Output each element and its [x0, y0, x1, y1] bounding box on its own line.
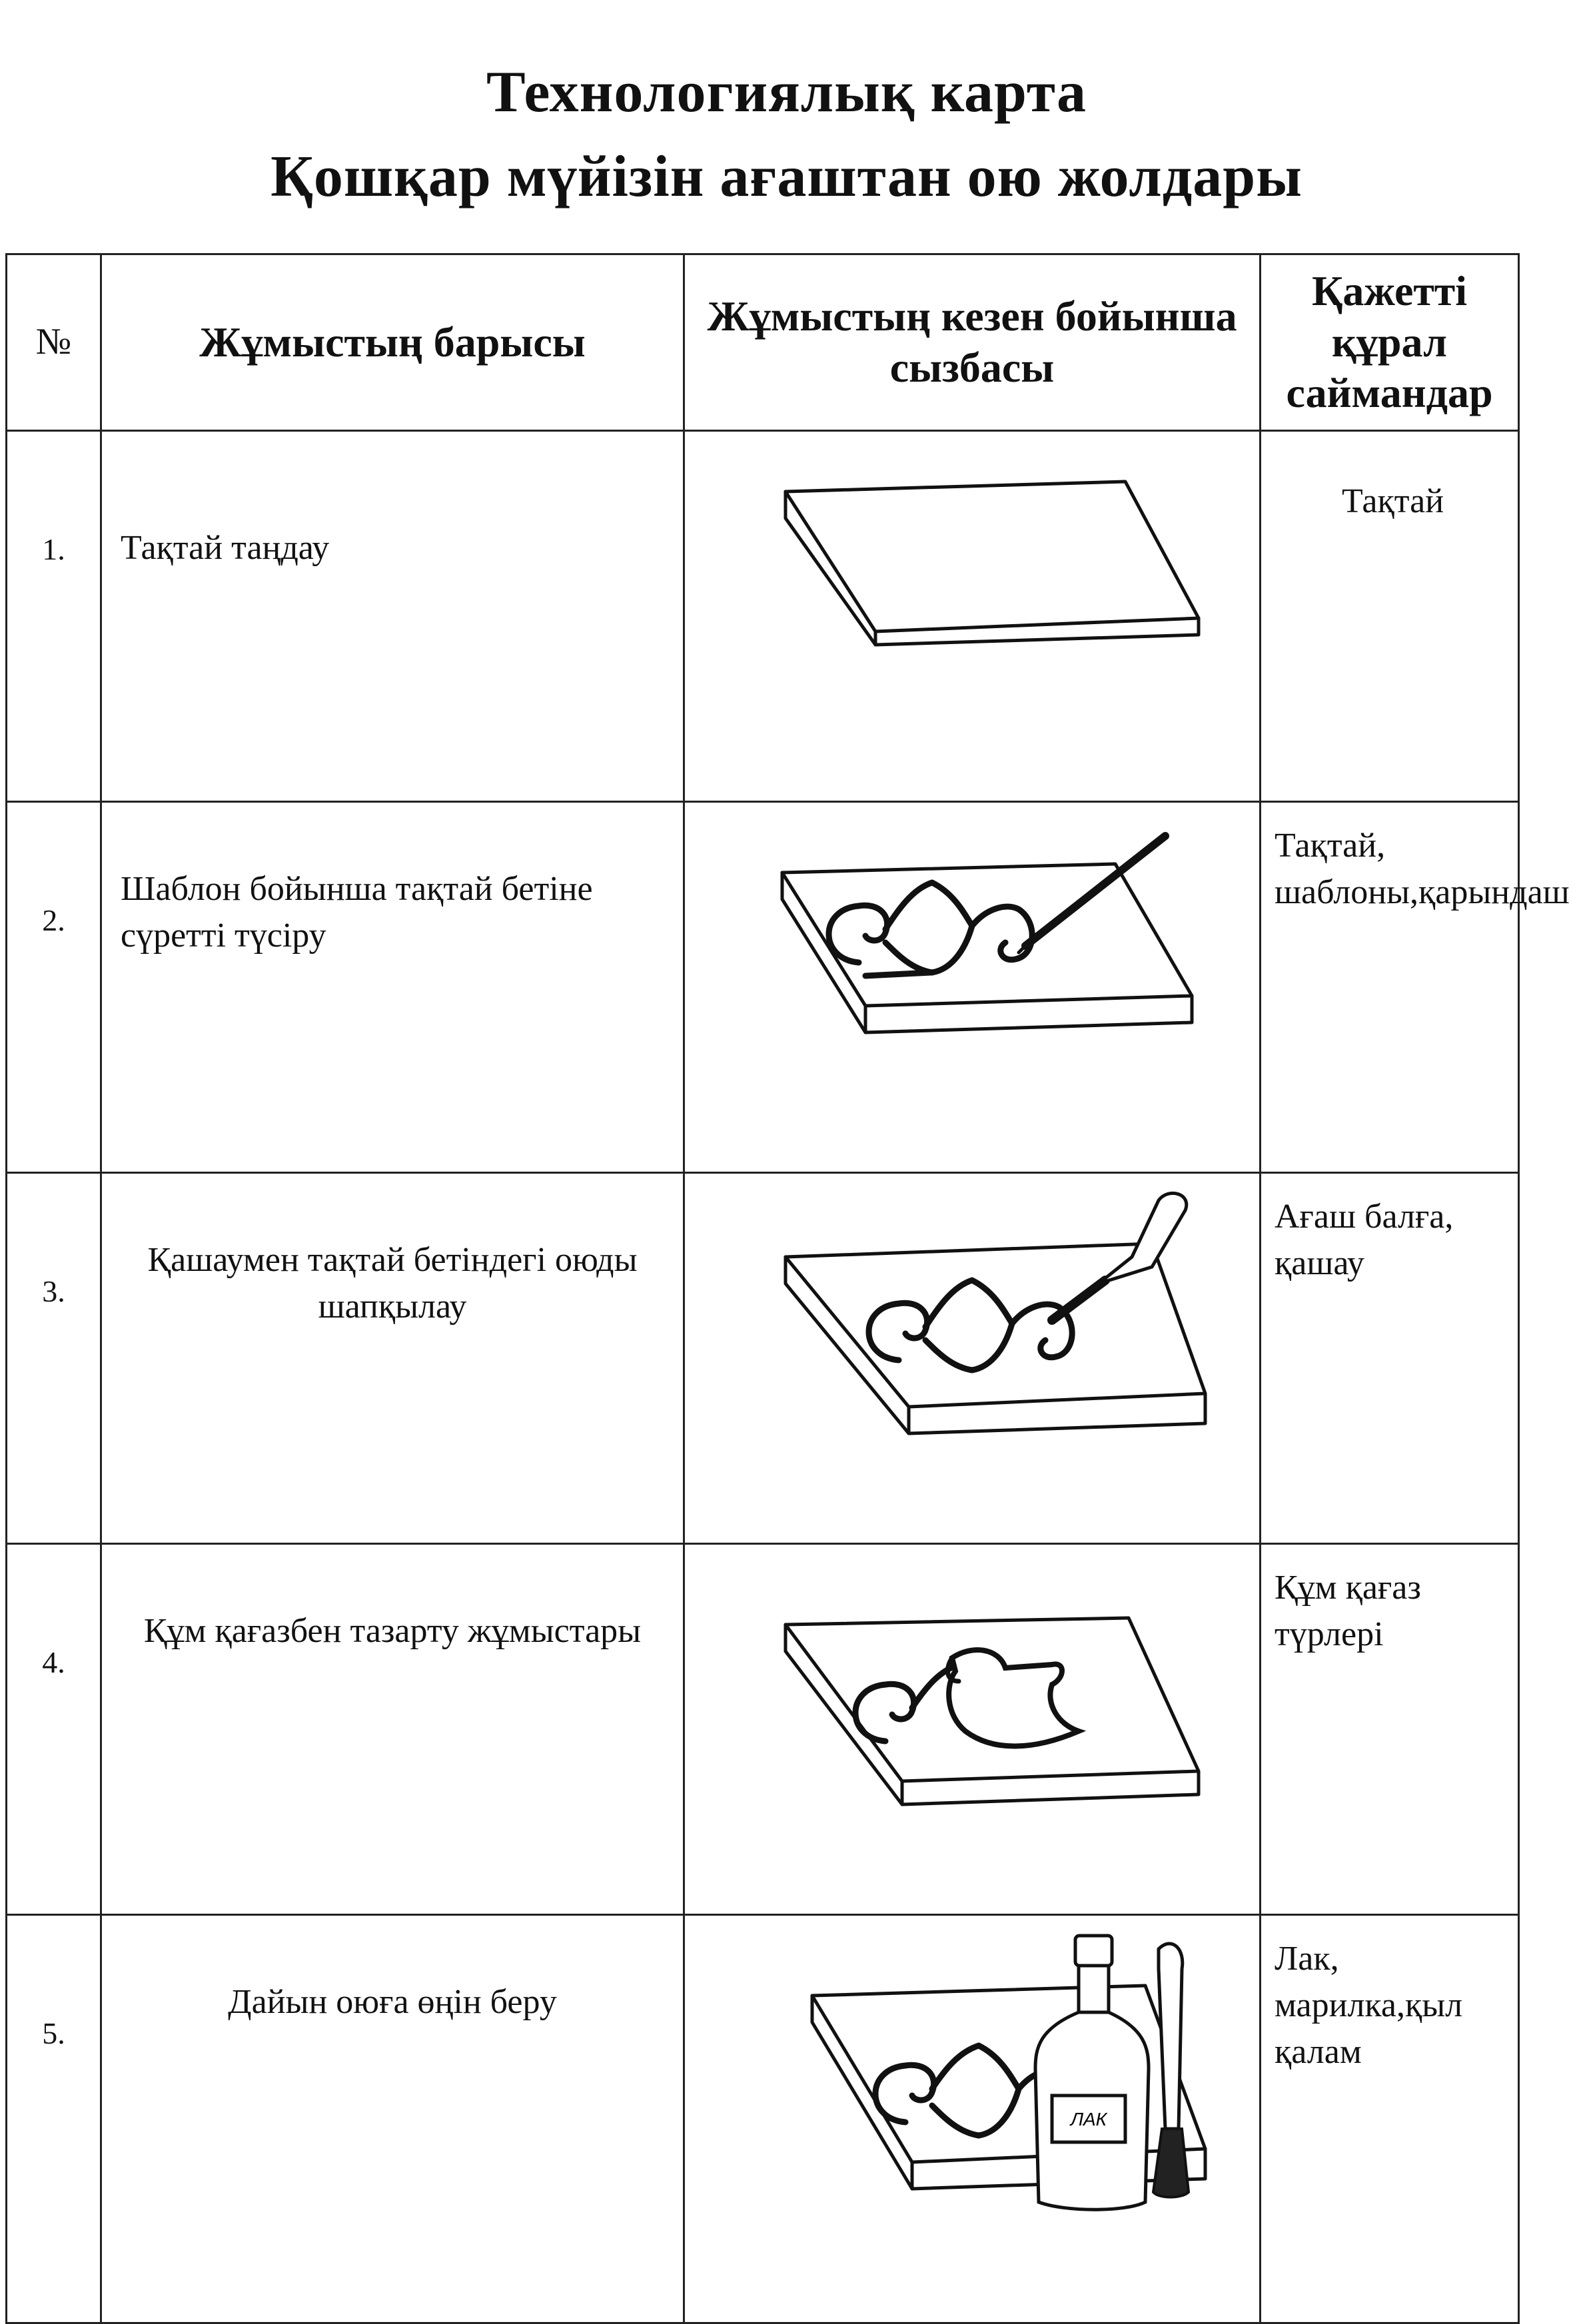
paintbrush-icon — [1151, 1942, 1191, 2199]
row-number: 3. — [5, 1172, 102, 1545]
row-tools: Ағаш балға, қашау — [1259, 1172, 1520, 1545]
table-row: 5. Дайын оюға өңін беру ЛАК — [5, 1914, 1520, 2324]
table-row: 1. Тақтай таңдау Тақтай — [5, 430, 1520, 803]
row-tools: Тақтай, шаблоны,қарындаш — [1259, 801, 1570, 1174]
row-tools: Тақтай — [1259, 430, 1520, 803]
table-header-row: № Жұмыстың барысы Жұмыстың кезен бойынша… — [5, 253, 1520, 432]
plank-with-pencil-sketch — [780, 832, 1194, 1034]
row-tools: Лак, марилка,қыл қалам — [1259, 1914, 1520, 2324]
row-number: 4. — [5, 1543, 102, 1916]
table-row: 3. Қашаумен тақтай бетіндегі оюды шапқыл… — [5, 1172, 1520, 1545]
row-number: 2. — [5, 801, 102, 1174]
row-process: Қашаумен тақтай бетіндегі оюды шапқылау — [100, 1172, 685, 1545]
ram-horn-ornament — [865, 1277, 1075, 1373]
row-sketch — [683, 1543, 1261, 1916]
document-subtitle: Қошқар мүйізін ағаштан ою жолдары — [270, 145, 1303, 209]
technology-card-table: № Жұмыстың барысы Жұмыстың кезен бойынша… — [5, 253, 1570, 2324]
row-process: Дайын оюға өңін беру — [100, 1914, 685, 2324]
row-process: Шаблон бойынша тақтай бетіне сүретті түс… — [100, 801, 685, 1174]
varnish-bottle-icon: ЛАК — [1033, 1934, 1151, 2211]
row-tools: Құм қағаз түрлері — [1259, 1543, 1520, 1916]
row-sketch — [683, 801, 1261, 1174]
ram-horn-ornament — [825, 879, 1035, 979]
document-title: Технологиялық карта — [486, 60, 1087, 125]
row-process: Тақтай таңдау — [100, 430, 685, 803]
bottle-label: ЛАК — [1069, 2109, 1108, 2130]
table-row: 2. Шаблон бойынша тақтай бетіне сүретті … — [5, 801, 1570, 1174]
header-tools: Қажетті құрал саймандар — [1259, 253, 1520, 432]
plank-with-sandpaper-sketch — [784, 1616, 1201, 1806]
plank-with-varnish-sketch: ЛАК — [810, 1934, 1207, 2211]
row-number: 1. — [5, 430, 102, 803]
row-number: 5. — [5, 1914, 102, 2324]
row-sketch — [683, 1172, 1261, 1545]
row-sketch: ЛАК — [683, 1914, 1261, 2324]
header-sketch: Жұмыстың кезен бойынша сызбасы — [683, 253, 1261, 432]
ram-horn-ornament — [852, 1661, 962, 1744]
sandpaper-roll — [946, 1647, 1087, 1749]
header-process: Жұмыстың барысы — [100, 253, 685, 432]
row-process: Құм қағазбен тазарту жұмыстары — [100, 1543, 685, 1916]
header-number: № — [5, 253, 102, 432]
plank-sketch — [784, 480, 1201, 647]
plank-with-chisel-sketch — [784, 1191, 1207, 1435]
table-row: 4. Құм қағазбен тазарту жұмыстары Құм қа… — [5, 1543, 1520, 1916]
row-sketch — [683, 430, 1261, 803]
